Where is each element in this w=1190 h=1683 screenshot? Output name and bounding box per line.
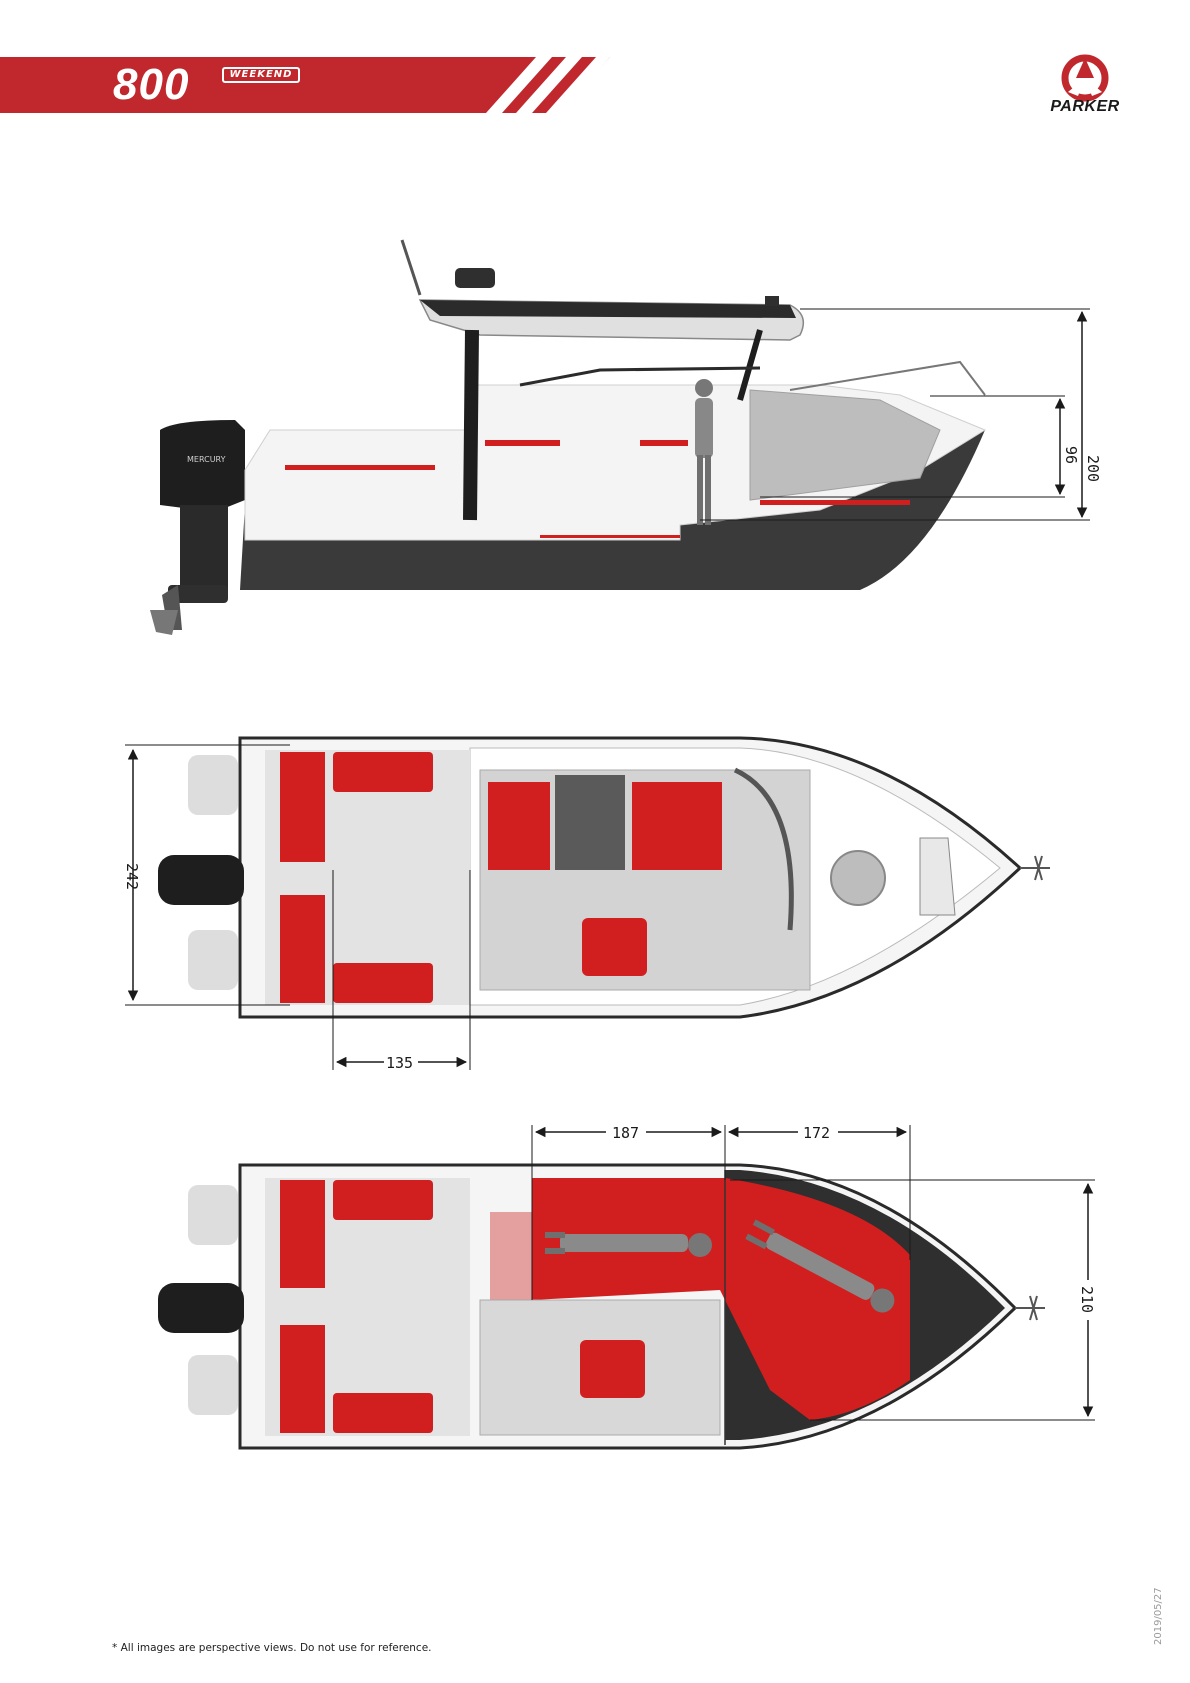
side-view: MERCURY xyxy=(150,239,1102,635)
dim-berth-fwd: 172 xyxy=(803,1124,830,1142)
parker-logo-icon xyxy=(1061,54,1109,102)
document-date: 2019/05/27 xyxy=(1153,1587,1164,1645)
mannequin-figure xyxy=(695,379,713,525)
mannequin-berth-2 xyxy=(745,1219,895,1313)
dim-berth-width: 210 xyxy=(1078,1286,1096,1313)
mannequin-berth-1 xyxy=(545,1232,712,1257)
footnote: * All images are perspective views. Do n… xyxy=(112,1642,432,1654)
outboard-motor xyxy=(150,420,245,635)
header-banner xyxy=(0,57,610,113)
model-number: 800 xyxy=(113,60,190,109)
dim-cockpit: 135 xyxy=(386,1054,413,1072)
dim-height-inner: 96 xyxy=(1062,446,1080,464)
brand-name: PARKER xyxy=(1050,98,1120,115)
engine-brand-label: MERCURY xyxy=(187,455,226,464)
model-variant-badge: WEEKEND xyxy=(222,67,300,83)
berth-view: 187 172 210 xyxy=(158,1122,1097,1450)
dim-beam: 242 xyxy=(123,863,141,890)
dim-height-total: 200 xyxy=(1084,455,1102,482)
outboard-motor-top xyxy=(158,855,244,905)
outboard-motor-berth xyxy=(158,1283,244,1333)
dim-berth-aft: 187 xyxy=(612,1124,639,1142)
deck-view: 242 135 xyxy=(123,736,1050,1072)
